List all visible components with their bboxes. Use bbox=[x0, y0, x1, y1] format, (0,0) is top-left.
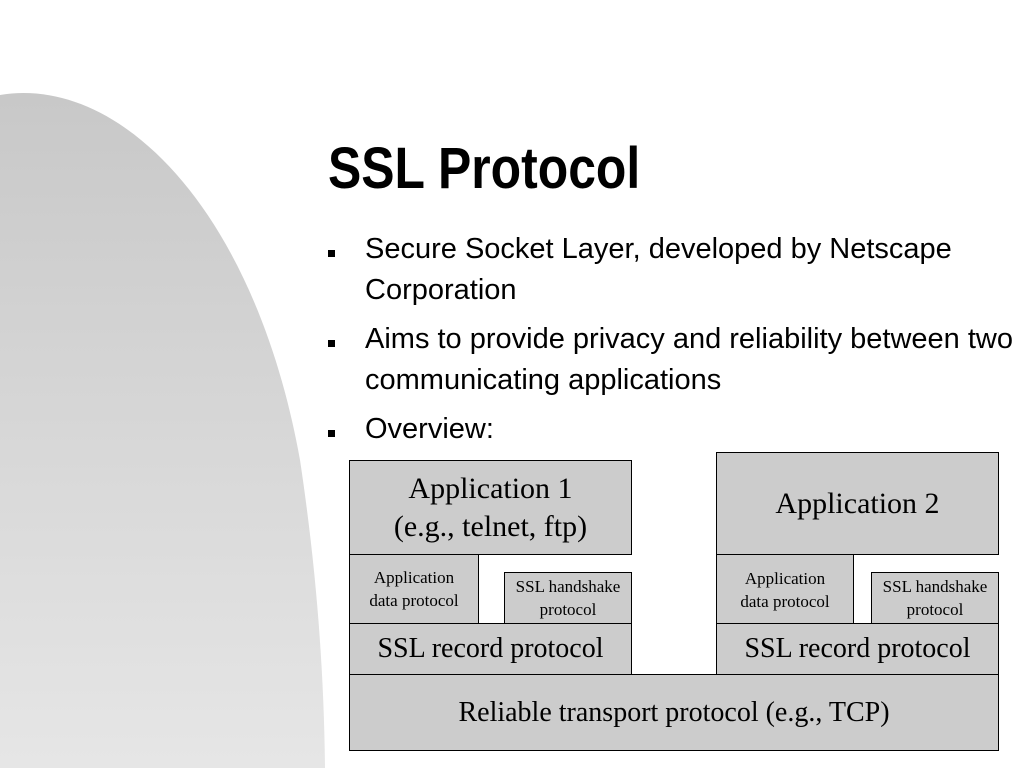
square-bullet-icon bbox=[328, 250, 335, 257]
ssl-record-protocol-box: SSL record protocol bbox=[349, 623, 632, 675]
application-1-box: Application 1 (e.g., telnet, ftp) bbox=[349, 460, 632, 555]
ssl-record-protocol-box: SSL record protocol bbox=[716, 623, 999, 675]
ssl-handshake-protocol-box: SSL handshake protocol bbox=[871, 572, 999, 624]
ssl-handshake-protocol-box: SSL handshake protocol bbox=[504, 572, 632, 624]
background-curve-shape bbox=[0, 93, 325, 768]
bullet-item: Secure Socket Layer, developed by Netsca… bbox=[326, 229, 1016, 311]
bullet-text: Overview: bbox=[365, 413, 494, 445]
square-bullet-icon bbox=[328, 430, 335, 437]
bullet-item: Aims to provide privacy and reliability … bbox=[326, 319, 1016, 401]
bullet-text: Secure Socket Layer, developed by Netsca… bbox=[365, 233, 952, 306]
bullet-list: Secure Socket Layer, developed by Netsca… bbox=[326, 229, 1016, 458]
reliable-transport-protocol-box: Reliable transport protocol (e.g., TCP) bbox=[349, 674, 999, 751]
square-bullet-icon bbox=[328, 340, 335, 347]
bullet-text: Aims to provide privacy and reliability … bbox=[365, 323, 1013, 396]
slide-title: SSL Protocol bbox=[328, 136, 641, 201]
application-data-protocol-box: Application data protocol bbox=[716, 554, 854, 624]
bullet-item: Overview: bbox=[326, 409, 1016, 450]
application-2-box: Application 2 bbox=[716, 452, 999, 555]
application-data-protocol-box: Application data protocol bbox=[349, 554, 479, 624]
